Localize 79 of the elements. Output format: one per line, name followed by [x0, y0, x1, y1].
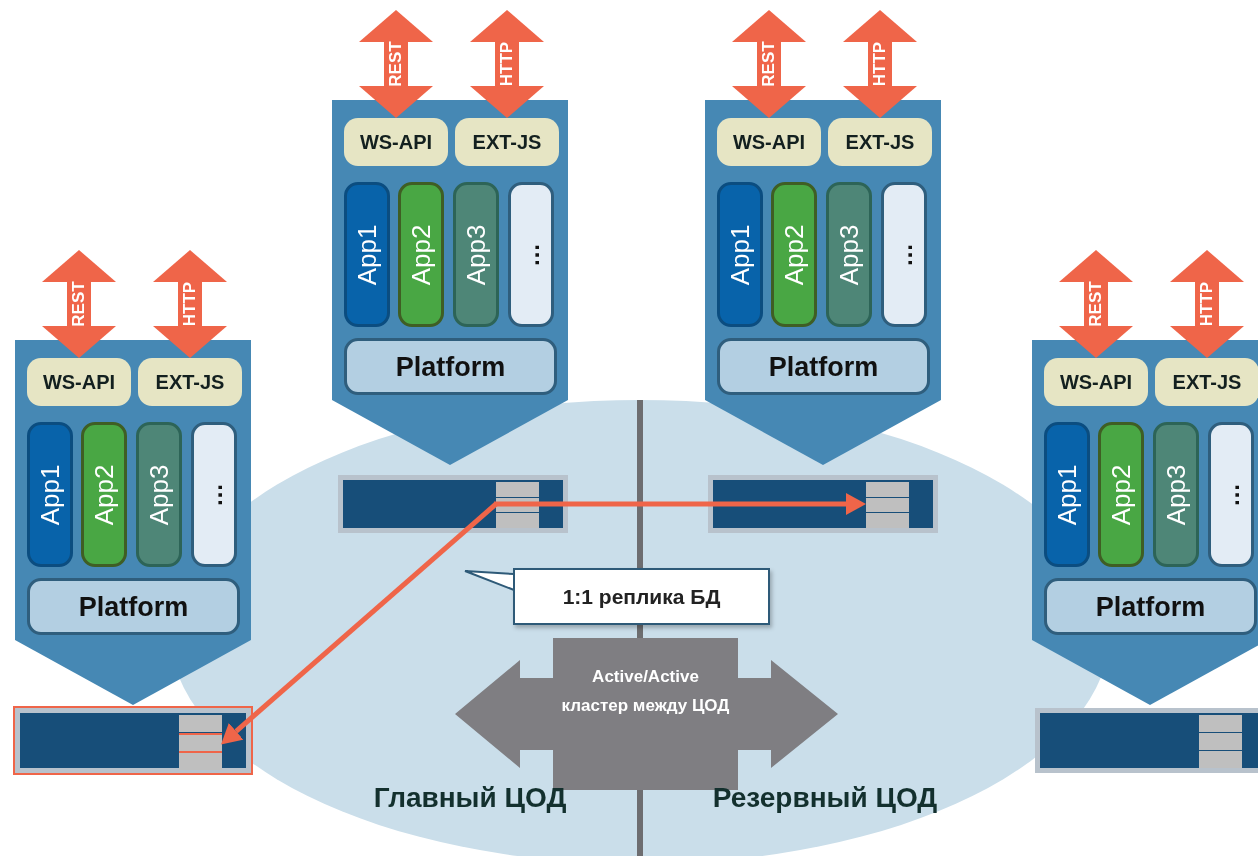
- app-box: [398, 182, 444, 327]
- arrow: [494, 493, 866, 515]
- server-panel: [705, 100, 941, 465]
- callout-box: [513, 568, 770, 625]
- node-label: EXT-JS: [155, 370, 225, 394]
- app-box: [1153, 422, 1199, 567]
- node-label: Platform: [78, 591, 189, 622]
- node-label: Platform: [395, 351, 506, 382]
- database-bar: [15, 708, 251, 773]
- app-box: [344, 182, 390, 327]
- server-panel: [1032, 340, 1258, 705]
- interface-box: [138, 358, 242, 406]
- interface-box: [27, 358, 131, 406]
- interface-box: [828, 118, 932, 166]
- node-label: Platform: [1095, 591, 1206, 622]
- server-panel: [332, 100, 568, 465]
- platform-box: [1044, 578, 1257, 635]
- node-label: App3: [1160, 464, 1192, 525]
- database-bar: [708, 475, 938, 533]
- zone-label: Резервный ЦОД: [711, 782, 939, 814]
- server-panel: [15, 340, 251, 705]
- node-label: …: [1217, 482, 1245, 507]
- app-box: [27, 422, 73, 567]
- platform-box: [27, 578, 240, 635]
- app-box: [1044, 422, 1090, 567]
- more-box: [191, 422, 237, 567]
- node-label: WS-API: [42, 370, 116, 394]
- app-box: [81, 422, 127, 567]
- double-arrow: [153, 250, 227, 358]
- app-box: [1098, 422, 1144, 567]
- more-box: [881, 182, 927, 327]
- node-label: Platform: [768, 351, 879, 382]
- node-label: App1: [724, 224, 756, 285]
- platform-box: [344, 338, 557, 395]
- database-bar: [338, 475, 568, 533]
- double-arrow: [1059, 250, 1133, 358]
- interface-box: [717, 118, 821, 166]
- node-label: …: [200, 482, 228, 507]
- interface-box: [1155, 358, 1258, 406]
- interface-box: [1044, 358, 1148, 406]
- more-box: [1208, 422, 1254, 567]
- node-label: …: [890, 242, 918, 267]
- app-box: [826, 182, 872, 327]
- interface-box: [344, 118, 448, 166]
- node-label: EXT-JS: [845, 130, 915, 154]
- double-arrow: [470, 10, 544, 118]
- node-label: EXT-JS: [1172, 370, 1242, 394]
- app-box: [453, 182, 499, 327]
- node-label: App2: [778, 224, 810, 285]
- node-label: App2: [1105, 464, 1137, 525]
- node-label: …: [517, 242, 545, 267]
- node-label: App3: [143, 464, 175, 525]
- double-arrow: [359, 10, 433, 118]
- node-label: Active/Active кластер между ЦОД: [560, 666, 731, 717]
- node-label: WS-API: [732, 130, 806, 154]
- app-box: [771, 182, 817, 327]
- platform-box: [717, 338, 930, 395]
- node-label: EXT-JS: [472, 130, 542, 154]
- node-label: App3: [833, 224, 865, 285]
- double-arrow: [732, 10, 806, 118]
- double-arrow: [42, 250, 116, 358]
- node-label: WS-API: [359, 130, 433, 154]
- more-box: [508, 182, 554, 327]
- arrow: [221, 502, 498, 745]
- node-label: App3: [460, 224, 492, 285]
- zone-label: Главный ЦОД: [372, 782, 568, 814]
- node-label: App1: [351, 224, 383, 285]
- app-box: [136, 422, 182, 567]
- interface-box: [455, 118, 559, 166]
- node-label: App2: [88, 464, 120, 525]
- app-box: [717, 182, 763, 327]
- node-label: App1: [1051, 464, 1083, 525]
- node-label: 1:1 реплика БД: [562, 584, 721, 609]
- double-arrow: [843, 10, 917, 118]
- node-label: App1: [34, 464, 66, 525]
- database-bar: [1035, 708, 1258, 773]
- node-label: WS-API: [1059, 370, 1133, 394]
- node-label: App2: [405, 224, 437, 285]
- double-arrow: [1170, 250, 1244, 358]
